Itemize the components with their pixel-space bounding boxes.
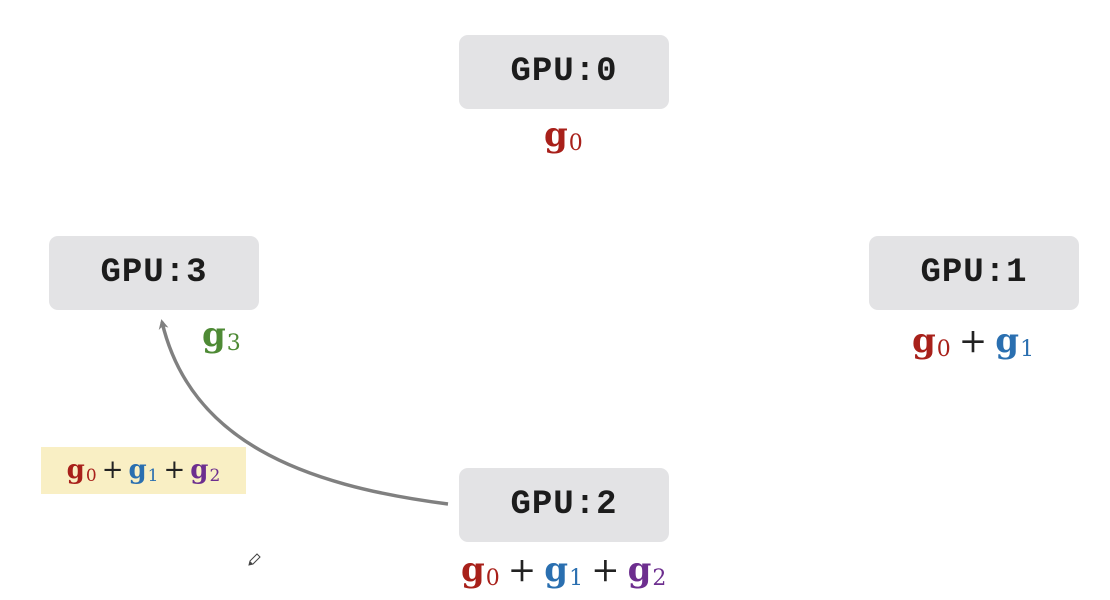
plus-sign: + [958,321,988,361]
plus-sign: + [507,550,537,590]
plus-sign: + [101,454,124,485]
gpu-2-label: GPU:2 [510,486,618,524]
term-g2: g2 [190,454,221,486]
term-g3: g3 [202,315,241,356]
gpu-2-gradient: g0+g1+g2 [461,553,666,590]
in-transit-message: g0+g1+g2 [41,447,246,494]
gpu-0-gradient: g0 [544,118,583,155]
term-g1: g1 [995,321,1035,362]
term-g1: g1 [544,550,584,591]
pencil-cursor-icon [248,553,261,566]
term-g1: g1 [128,454,159,486]
in-transit-gradient: g0+g1+g2 [67,457,221,485]
term-g0: g0 [912,321,951,362]
term-g0: g0 [66,454,97,486]
gpu-2-box: GPU:2 [459,468,669,542]
plus-sign: + [591,550,620,590]
arrow-path [158,319,449,506]
plus-sign: + [163,454,186,485]
gpu-3-box: GPU:3 [49,236,259,310]
gpu-0-box: GPU:0 [459,35,669,109]
gpu-1-gradient: g0+g1 [912,324,1034,361]
gpu-3-label: GPU:3 [100,254,208,292]
term-g2: g2 [627,550,667,591]
gpu-0-label: GPU:0 [510,53,618,91]
term-g0: g0 [461,550,500,591]
gpu-3-gradient: g3 [202,318,241,355]
gpu-1-label: GPU:1 [920,254,1028,292]
term-g0: g0 [544,115,583,156]
gpu-1-box: GPU:1 [869,236,1079,310]
